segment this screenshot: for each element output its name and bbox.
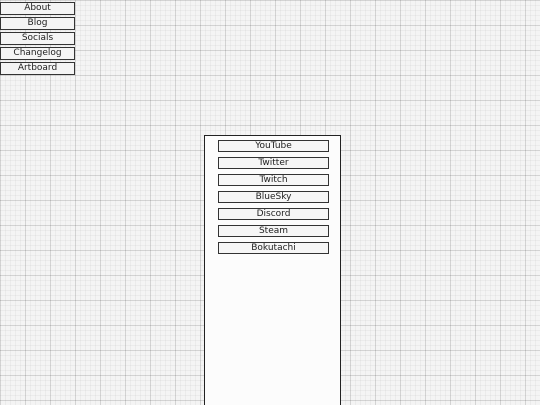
steam-link-button[interactable]: Steam <box>218 225 329 237</box>
main-nav: About Blog Socials Changelog Artboard <box>0 2 75 75</box>
nav-socials-button[interactable]: Socials <box>0 32 75 45</box>
nav-about-button[interactable]: About <box>0 2 75 15</box>
nav-blog-button[interactable]: Blog <box>0 17 75 30</box>
bokutachi-link-button[interactable]: Bokutachi <box>218 242 329 254</box>
youtube-link-button[interactable]: YouTube <box>218 140 329 152</box>
discord-link-button[interactable]: Discord <box>218 208 329 220</box>
nav-artboard-button[interactable]: Artboard <box>0 62 75 75</box>
nav-changelog-button[interactable]: Changelog <box>0 47 75 60</box>
social-links-list: YouTube Twitter Twitch BlueSky Discord S… <box>218 140 329 254</box>
twitch-link-button[interactable]: Twitch <box>218 174 329 186</box>
bluesky-link-button[interactable]: BlueSky <box>218 191 329 203</box>
twitter-link-button[interactable]: Twitter <box>218 157 329 169</box>
socials-panel: YouTube Twitter Twitch BlueSky Discord S… <box>204 135 341 405</box>
